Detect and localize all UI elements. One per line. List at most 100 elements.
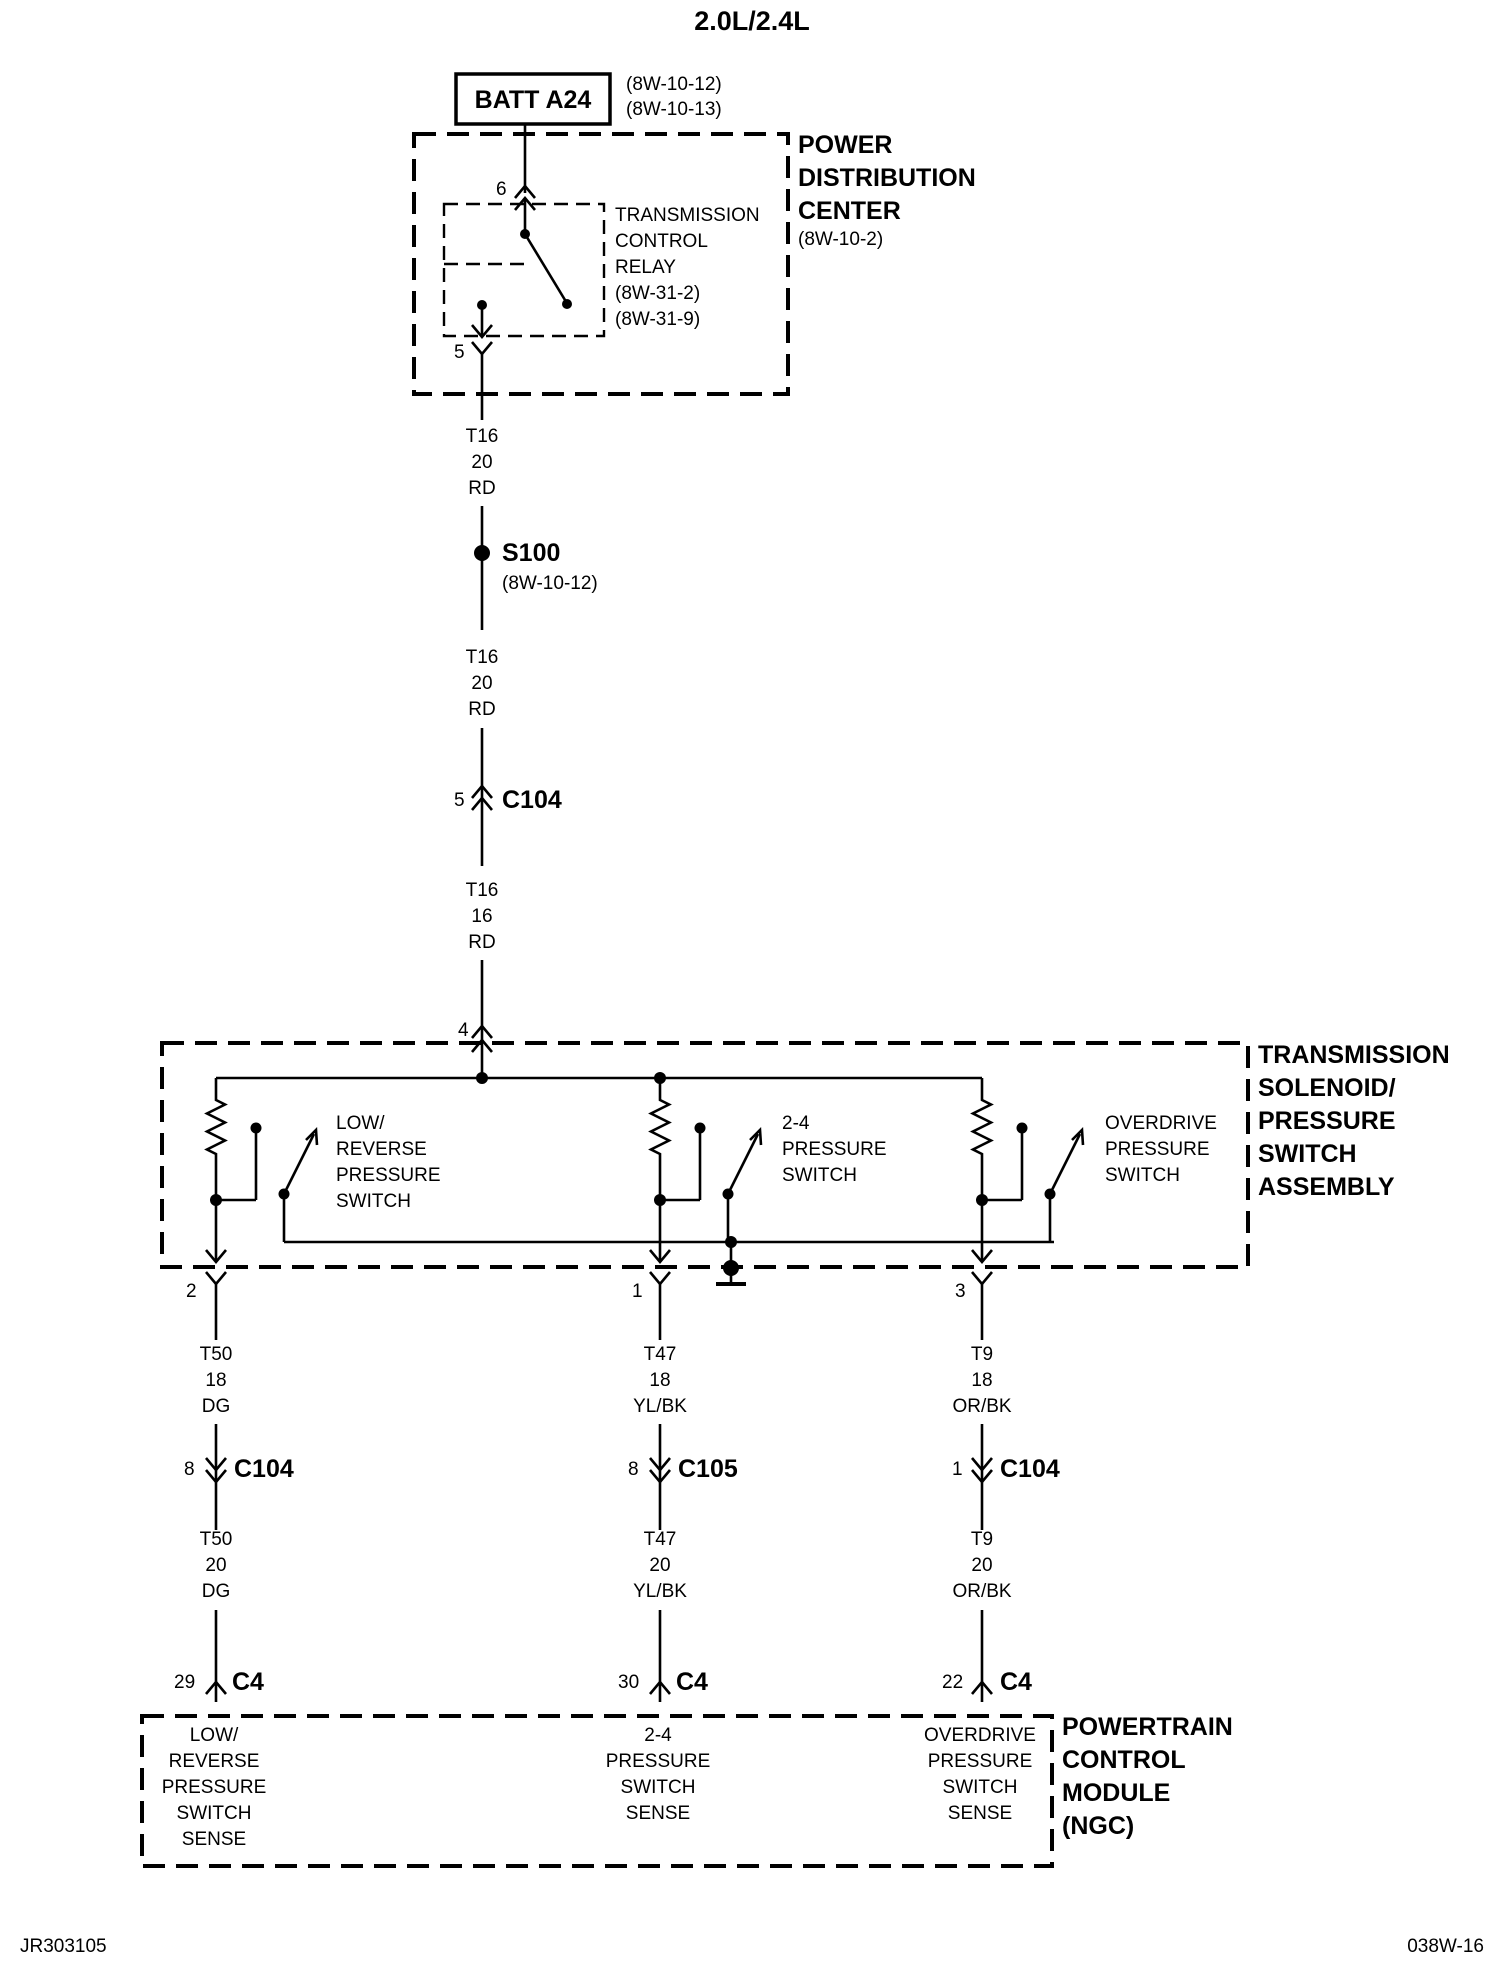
tsa-name-2: SOLENOID/ — [1258, 1074, 1396, 1102]
inline-connector-2-4 — [649, 1457, 671, 1485]
splice-label: S100 — [502, 539, 560, 567]
c2-lower-circuit: T47 — [644, 1529, 677, 1550]
diagram-title: 2.0L/2.4L — [694, 6, 810, 36]
pdc-name-3: CENTER — [798, 197, 901, 225]
c2-lower-gauge: 20 — [649, 1555, 670, 1576]
sense1-line-5: SENSE — [182, 1829, 246, 1850]
transmission-solenoid-assembly: TRANSMISSION SOLENOID/ PRESSURE SWITCH A… — [160, 1020, 1450, 1302]
pin-inner-overdrive — [971, 1249, 993, 1265]
pcm-name-1: POWERTRAIN — [1062, 1713, 1233, 1741]
sw3-name-3: SWITCH — [1105, 1165, 1180, 1186]
sense2-line-3: SWITCH — [621, 1777, 696, 1798]
pdc-pin-6-connector — [514, 183, 536, 199]
footer-left: JR303105 — [20, 1936, 107, 1957]
sw1-name-4: SWITCH — [336, 1191, 411, 1212]
c3-pcm-conn: C4 — [1000, 1668, 1032, 1696]
sense2-line-2: PRESSURE — [606, 1751, 711, 1772]
sense1-line-3: PRESSURE — [162, 1777, 267, 1798]
c1-conn-pin: 8 — [184, 1459, 195, 1480]
pdc-name-1: POWER — [798, 131, 892, 159]
t16-a-color: RD — [468, 478, 495, 499]
footer-right: 038W-16 — [1407, 1936, 1484, 1957]
contact-fixed-overdrive — [1016, 1122, 1028, 1134]
c2-conn-label: C105 — [678, 1455, 738, 1483]
solenoid-overdrive — [970, 1078, 994, 1262]
sw3-name-1: OVERDRIVE — [1105, 1113, 1217, 1134]
inline-connector-low-reverse — [205, 1457, 227, 1485]
switch-arm-low-reverse — [282, 1133, 316, 1195]
pdc-pin-5-connector — [471, 341, 493, 357]
c1-upper-gauge: 18 — [205, 1370, 226, 1391]
c1-lower-color: DG — [202, 1581, 231, 1602]
sense1-line-4: SWITCH — [177, 1803, 252, 1824]
circuit-overdrive: T9 18 OR/BK 1 C104 T9 20 OR/BK 22 C4 — [942, 1344, 1060, 1696]
tsa-name-4: SWITCH — [1258, 1140, 1357, 1168]
batt-a24-source: BATT A24 (8W-10-12) (8W-10-13) — [454, 72, 722, 126]
feed-circuit-t16: T16 20 RD S100 (8W-10-12) T16 20 RD 5 C1… — [454, 354, 598, 1040]
sense2-line-1: 2-4 — [644, 1725, 672, 1746]
splice-s100 — [474, 545, 490, 561]
sw1-name-3: PRESSURE — [336, 1165, 441, 1186]
contact-fixed-low-reverse — [250, 1122, 262, 1134]
c3-upper-circuit: T9 — [971, 1344, 993, 1365]
batt-ref-1: (8W-10-12) — [626, 74, 722, 95]
tsa-pin-4: 4 — [458, 1020, 469, 1041]
switch-arrow-overdrive — [1071, 1127, 1085, 1146]
pin-outer-low-reverse — [205, 1271, 227, 1287]
switch-arrow-low-reverse — [305, 1127, 319, 1146]
pcm-pin-connector-low-reverse — [205, 1679, 227, 1695]
c2-upper-gauge: 18 — [649, 1370, 670, 1391]
c1-lower-gauge: 20 — [205, 1555, 226, 1576]
circuit-low-reverse: T50 18 DG 8 C104 T50 20 DG 29 C4 — [174, 1344, 294, 1696]
t16-c-gauge: 16 — [471, 906, 492, 927]
t16-b-circuit: T16 — [466, 647, 499, 668]
circuit-2-4: T47 18 YL/BK 8 C105 T47 20 YL/BK 30 C4 — [618, 1344, 738, 1696]
solenoid-low-reverse — [204, 1078, 228, 1262]
powertrain-control-module: POWERTRAIN CONTROL MODULE (NGC) LOW/ REV… — [140, 1713, 1233, 1868]
pin-inner-low-reverse — [205, 1249, 227, 1265]
tsa-pin-3: 3 — [955, 1281, 966, 1302]
t16-a-gauge: 20 — [471, 452, 492, 473]
c2-conn-pin: 8 — [628, 1459, 639, 1480]
t16-a-circuit: T16 — [466, 426, 499, 447]
tsa-name-3: PRESSURE — [1258, 1107, 1396, 1135]
c2-pcm-conn: C4 — [676, 1668, 708, 1696]
sense3-line-1: OVERDRIVE — [924, 1725, 1036, 1746]
batt-ref-2: (8W-10-13) — [626, 99, 722, 120]
sw3-name-2: PRESSURE — [1105, 1139, 1210, 1160]
c2-upper-circuit: T47 — [644, 1344, 677, 1365]
sw1-name-1: LOW/ — [336, 1113, 385, 1134]
c2-upper-color: YL/BK — [633, 1396, 687, 1417]
pdc-name-2: DISTRIBUTION — [798, 164, 976, 192]
sw2-name-2: PRESSURE — [782, 1139, 887, 1160]
c3-upper-color: OR/BK — [952, 1396, 1011, 1417]
c3-upper-gauge: 18 — [971, 1370, 992, 1391]
switch-arrow-2-4 — [749, 1127, 763, 1146]
c3-pcm-pin: 22 — [942, 1672, 963, 1693]
c1-upper-circuit: T50 — [200, 1344, 233, 1365]
sw2-name-1: 2-4 — [782, 1113, 810, 1134]
relay-name-5: (8W-31-9) — [615, 309, 700, 330]
c2-lower-color: YL/BK — [633, 1581, 687, 1602]
sense3-line-3: SWITCH — [943, 1777, 1018, 1798]
solenoid-2-4 — [648, 1078, 672, 1262]
inline-connector-overdrive — [971, 1457, 993, 1485]
pdc-pin-6: 6 — [496, 179, 507, 200]
relay-name-4: (8W-31-2) — [615, 283, 700, 304]
tsa-name-5: ASSEMBLY — [1258, 1173, 1395, 1201]
pcm-pin-connector-2-4 — [649, 1679, 671, 1695]
t16-b-color: RD — [468, 699, 495, 720]
switch-arm-overdrive — [1048, 1133, 1082, 1195]
c3-lower-circuit: T9 — [971, 1529, 993, 1550]
pcm-pin-connector-overdrive — [971, 1679, 993, 1695]
pin-inner-2-4 — [649, 1249, 671, 1265]
splice-ref: (8W-10-12) — [502, 573, 598, 594]
tsa-name-1: TRANSMISSION — [1258, 1041, 1450, 1069]
switch-arm-2-4 — [726, 1133, 760, 1195]
sense3-line-2: PRESSURE — [928, 1751, 1033, 1772]
pcm-name-4: (NGC) — [1062, 1812, 1134, 1840]
c3-lower-color: OR/BK — [952, 1581, 1011, 1602]
c1-upper-color: DG — [202, 1396, 231, 1417]
sw2-name-3: SWITCH — [782, 1165, 857, 1186]
relay-name-3: RELAY — [615, 257, 676, 278]
